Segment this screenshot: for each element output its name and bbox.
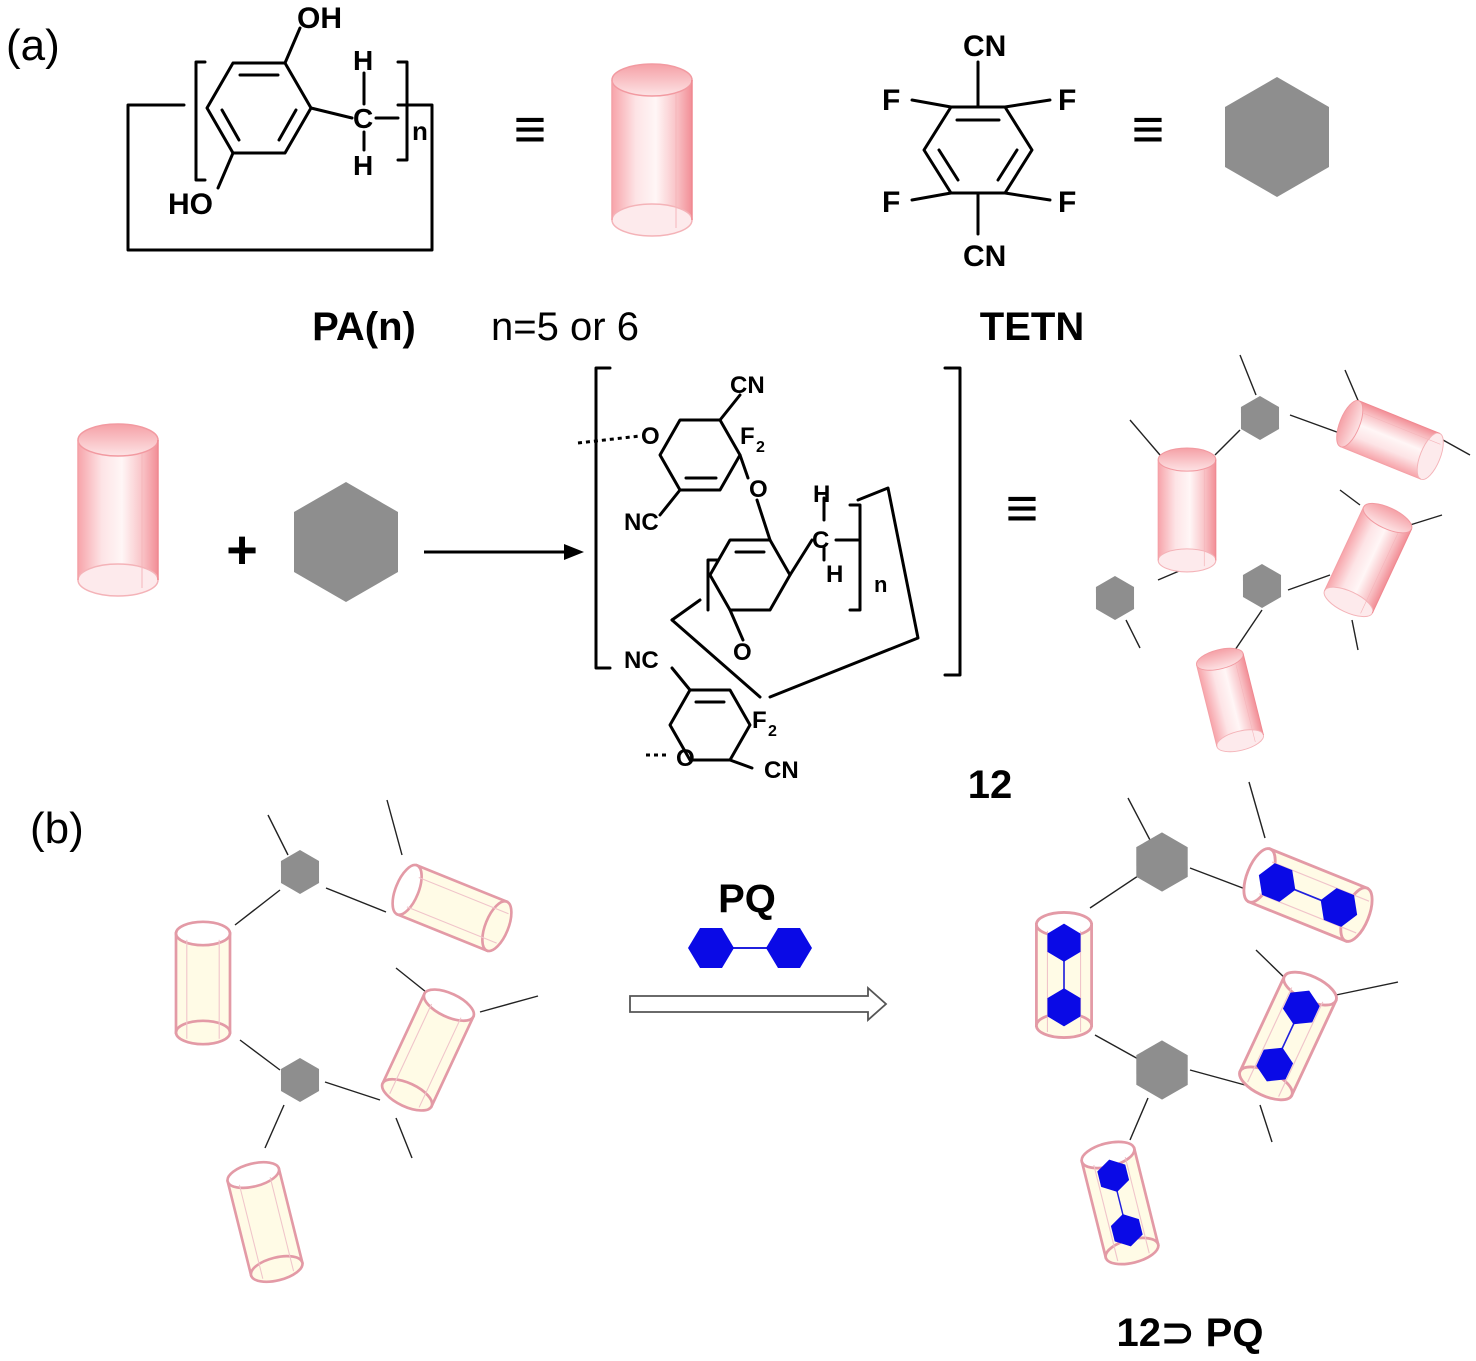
hydrogen-bottom-label: H xyxy=(353,150,373,181)
guest-pq-label: PQ xyxy=(718,877,776,921)
hydroxyl-bottom-label: HO xyxy=(168,188,213,221)
cyano-top-label: CN xyxy=(963,30,1006,63)
poly-hydrogen-top: H xyxy=(813,481,830,508)
poly-cyano-bottom-label: CN xyxy=(764,757,799,784)
equivalence-symbol-tetn: ≡ xyxy=(1132,97,1165,160)
poly-oxygen-top-left: O xyxy=(641,423,660,450)
poly-fluoro-bottom-sub: 2 xyxy=(768,723,777,740)
equivalence-symbol-product: ≡ xyxy=(1006,476,1039,539)
hydroxyl-top-label: OH xyxy=(297,2,342,35)
hydrogen-top-label: H xyxy=(353,45,373,76)
poly-cyano-top-label: CN xyxy=(730,372,765,399)
pa-condition-label: n=5 or 6 xyxy=(491,305,639,349)
poly-repeat-n-label: n xyxy=(874,572,887,597)
pillararene-structure: OH HO H C H n xyxy=(126,2,434,252)
paraquat-guest-icon xyxy=(687,927,813,969)
reactant-hexagon-icon xyxy=(294,482,398,602)
product-12-label: 12 xyxy=(968,763,1013,807)
plus-symbol: + xyxy=(226,520,258,580)
fluorine-top-left-label: F xyxy=(882,84,900,117)
cyano-bottom-label: CN xyxy=(963,240,1006,273)
poly-nc-bottom-label: NC xyxy=(624,647,659,674)
poly-oxygen-right: O xyxy=(749,476,768,503)
fluorine-top-right-label: F xyxy=(1058,84,1076,117)
fluorine-bottom-right-label: F xyxy=(1058,186,1076,219)
poly-fluoro-bottom-label: F xyxy=(752,707,767,734)
tetn-name-label: TETN xyxy=(980,305,1084,349)
poly-nc-left-label: NC xyxy=(624,509,659,536)
poly-carbon-label: C xyxy=(812,527,829,554)
polymer-12-cartoon xyxy=(1086,354,1471,757)
reactant-cylinder-icon xyxy=(77,423,159,597)
tetn-hexagon-icon xyxy=(1225,77,1329,197)
poly-oxygen-bottom: O xyxy=(733,639,752,666)
repeat-n-label: n xyxy=(412,116,428,146)
poly-hydrogen-bottom: H xyxy=(826,561,843,588)
poly-fluoro-top-label: F xyxy=(740,423,755,450)
equivalence-symbol-pa: ≡ xyxy=(514,97,547,160)
pa-name-label: PA(n) xyxy=(312,305,416,349)
pillararene-cylinder-icon xyxy=(611,63,693,237)
poly-oxygen-bottom-left: O xyxy=(676,745,695,772)
polymer-network-complex xyxy=(1035,781,1399,1271)
polymer-repeat-structure: CN F 2 O NC O H C H n O NC F 2 O CN xyxy=(577,366,962,784)
polymer-network-empty xyxy=(174,799,539,1288)
carbon-label: C xyxy=(353,103,373,134)
tetn-structure: CN CN F F F F xyxy=(882,30,1076,273)
panel-b-label: (b) xyxy=(30,804,84,853)
hollow-arrow-icon xyxy=(629,985,888,1023)
reaction-arrow-icon xyxy=(424,544,584,560)
panel-a-label: (a) xyxy=(6,21,60,70)
complex-label: 12⊃ PQ xyxy=(1117,1311,1264,1355)
poly-fluoro-top-sub: 2 xyxy=(756,439,765,456)
fluorine-bottom-left-label: F xyxy=(882,186,900,219)
